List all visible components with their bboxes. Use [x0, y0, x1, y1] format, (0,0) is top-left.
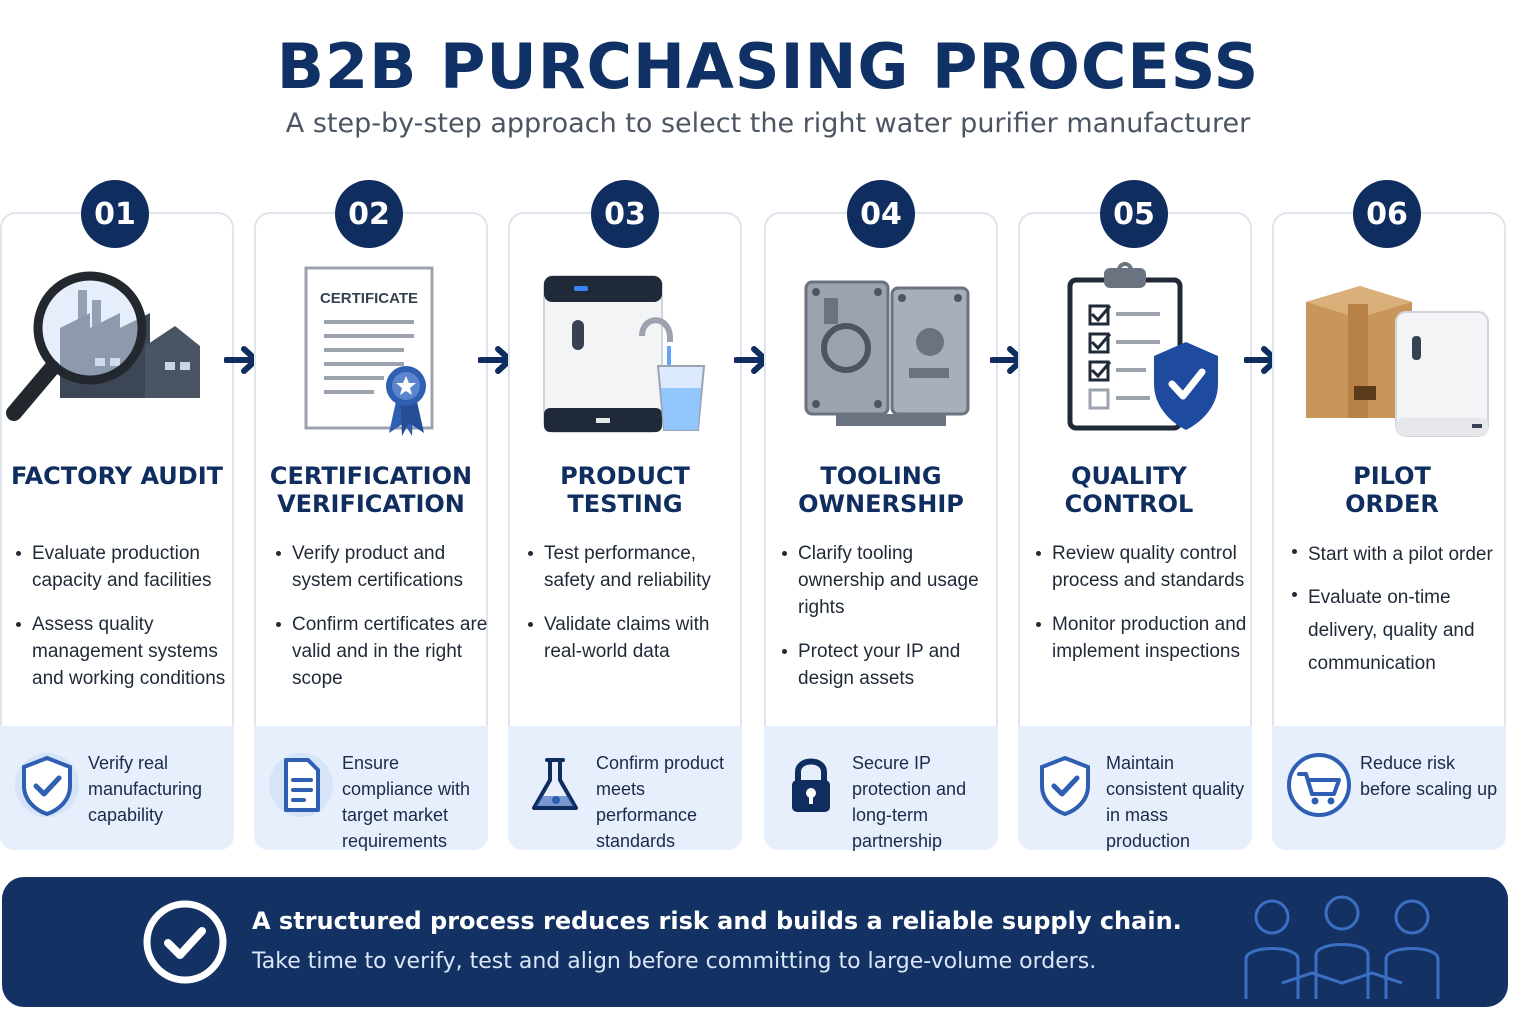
step-heading-line: VERIFICATION: [277, 490, 465, 518]
step-number-4: 04: [847, 180, 915, 248]
step-heading-6: PILOT ORDER: [1275, 462, 1509, 518]
benefit-box-3: Confirm product meets performance standa…: [508, 726, 742, 851]
step-heading-line: CONTROL: [1064, 490, 1194, 518]
flask-icon: [532, 758, 578, 810]
bullet-item: Assess quality management systems and wo…: [14, 611, 232, 692]
bullet-item: Protect your IP and design assets: [780, 638, 998, 692]
step-heading-1: FACTORY AUDIT: [0, 462, 234, 490]
mold-tooling-icon: [804, 280, 970, 426]
certificate-label: CERTIFICATE: [320, 290, 418, 307]
step-number-3: 03: [591, 180, 659, 248]
bullet-item: Verify product and system certifications: [274, 540, 492, 594]
step-number-2: 02: [335, 180, 403, 248]
bullet-item: Validate claims with real-world data: [526, 611, 744, 665]
benefit-text: Confirm product meets performance standa…: [596, 753, 725, 851]
step-heading-line: TESTING: [567, 490, 683, 518]
step-heading-line: OWNERSHIP: [798, 490, 964, 518]
step-bullets-5: Review quality control process and stand…: [1034, 540, 1252, 682]
step-heading-line: TOOLING: [820, 462, 942, 490]
page-title: B2B PURCHASING PROCESS: [276, 30, 1260, 103]
water-purifier-glass-icon: [543, 275, 706, 433]
bullet-item: Evaluate on-time delivery, quality and c…: [1290, 581, 1508, 680]
benefit-box-5: Maintain consistent quality in mass prod…: [1018, 726, 1252, 851]
step-heading-line: PILOT: [1353, 462, 1431, 490]
step-bullets-2: Verify product and system certifications…: [274, 540, 492, 709]
step-bullets-3: Test performance, safety and reliability…: [526, 540, 744, 682]
step-heading-2: CERTIFICATION VERIFICATION: [254, 462, 488, 518]
step-heading-line: ORDER: [1345, 490, 1439, 518]
bullet-item: Start with a pilot order: [1290, 538, 1508, 571]
bullet-item: Test performance, safety and reliability: [526, 540, 744, 594]
step-heading-5: QUALITY CONTROL: [1012, 462, 1246, 518]
document-icon: [269, 753, 333, 817]
step-bullets-6: Start with a pilot order Evaluate on-tim…: [1290, 538, 1508, 690]
benefit-box-1: Verify real manufacturing capability: [0, 726, 234, 850]
padlock-icon: [792, 758, 830, 812]
summary-banner: A structured process reduces risk and bu…: [2, 877, 1508, 1007]
benefit-text: Ensure compliance with target market req…: [342, 753, 471, 851]
handshake-people-icon: [1244, 895, 1440, 999]
box-purifier-icon: [1306, 286, 1489, 437]
certificate-icon: CERTIFICATE: [304, 266, 434, 436]
step-heading-line: CERTIFICATION: [269, 462, 473, 490]
step-heading-3: PRODUCT TESTING: [508, 462, 742, 518]
clipboard-shield-icon: [1067, 262, 1218, 431]
benefit-text: Secure IP protection and long-term partn…: [852, 753, 967, 851]
step-number-6: 06: [1353, 180, 1421, 248]
step-bullets-1: Evaluate production capacity and facilit…: [14, 540, 232, 709]
benefit-text: Reduce risk before scaling up: [1360, 753, 1498, 799]
step-heading-4: TOOLING OWNERSHIP: [764, 462, 998, 518]
banner-headline: A structured process reduces risk and bu…: [252, 907, 1182, 935]
benefit-box-4: Secure IP protection and long-term partn…: [764, 726, 998, 851]
step-bullets-4: Clarify tooling ownership and usage righ…: [780, 540, 998, 709]
banner-subline: Take time to verify, test and align befo…: [252, 949, 1097, 974]
page-subtitle: A step-by-step approach to select the ri…: [285, 108, 1251, 139]
step-number-1: 01: [81, 180, 149, 248]
shield-check-icon: [15, 753, 79, 817]
step-heading-line: FACTORY AUDIT: [10, 462, 224, 490]
bullet-item: Clarify tooling ownership and usage righ…: [780, 540, 998, 621]
benefit-text: Verify real manufacturing capability: [88, 753, 203, 825]
bullet-item: Monitor production and implement inspect…: [1034, 611, 1252, 665]
bullet-item: Review quality control process and stand…: [1034, 540, 1252, 594]
cart-icon: [1287, 753, 1351, 817]
bullet-item: Evaluate production capacity and facilit…: [14, 540, 232, 594]
step-heading-line: PRODUCT: [560, 462, 690, 490]
check-circle-icon: [143, 900, 227, 984]
benefit-text: Maintain consistent quality in mass prod…: [1106, 753, 1245, 851]
magnifier-factory-icon: [6, 271, 200, 421]
step-heading-line: QUALITY: [1071, 462, 1187, 490]
shield-check-icon: [1040, 755, 1090, 817]
bullet-item: Confirm certificates are valid and in th…: [274, 611, 492, 692]
benefit-box-6: Reduce risk before scaling up: [1272, 726, 1506, 850]
step-number-5: 05: [1100, 180, 1168, 248]
benefit-box-2: Ensure compliance with target market req…: [254, 726, 488, 851]
